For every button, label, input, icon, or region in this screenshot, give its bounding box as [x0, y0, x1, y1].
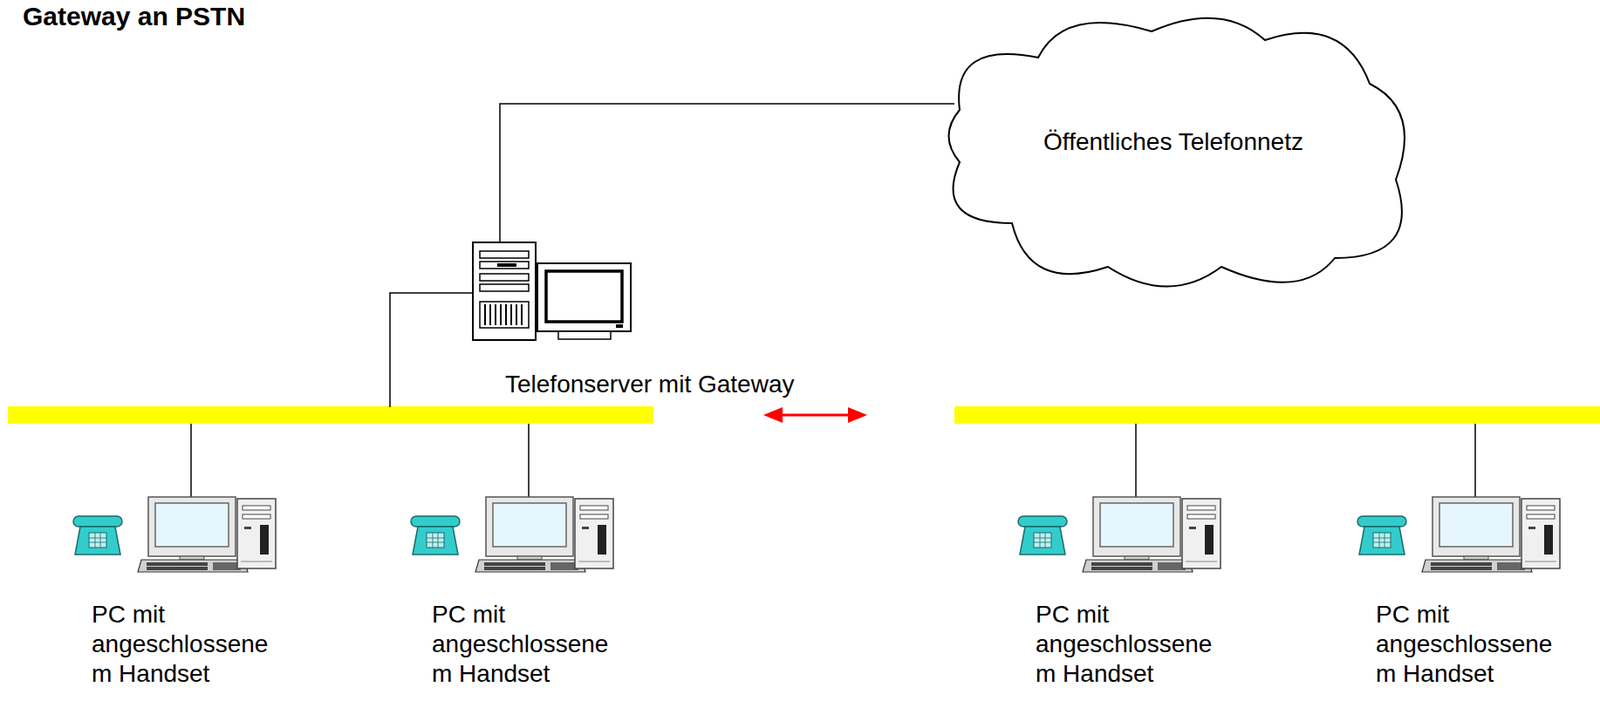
pc-node: PC mit angeschlossene m Handset — [73, 497, 292, 691]
pc-label: PC mit angeschlossene m Handset — [1035, 600, 1212, 690]
pc-label: PC mit angeschlossene m Handset — [431, 600, 609, 690]
pc-node: PC mit angeschlossene m Handset — [1018, 497, 1237, 691]
lan-wire — [190, 423, 192, 499]
cloud-label: Öffentliches Telefonnetz — [1043, 127, 1304, 158]
pc-icon — [73, 497, 276, 573]
phone-line — [499, 103, 955, 243]
network-cloud: Öffentliches Telefonnetz — [933, 5, 1414, 292]
pc-label: PC mit angeschlossene m Handset — [91, 600, 268, 690]
lan-wire — [1474, 423, 1477, 499]
lan-wire — [389, 293, 473, 408]
pc-icon — [1018, 497, 1221, 573]
pc-node: PC mit angeschlossene m Handset — [1357, 497, 1576, 691]
server-icon — [472, 242, 631, 341]
server-label: Telefonserver mit Gateway — [505, 369, 794, 400]
pc-label: PC mit angeschlossene m Handset — [1375, 600, 1553, 690]
diagram-title: Gateway an PSTN — [22, 1, 246, 32]
pc-node: PC mit angeschlossene m Handset — [410, 497, 630, 691]
lan-wire — [527, 423, 530, 499]
pc-icon — [1357, 497, 1560, 573]
lan-band — [7, 406, 654, 424]
server-node: Telefonserver mit Gateway — [472, 242, 840, 402]
lan-band — [954, 406, 1600, 424]
pc-icon — [410, 497, 614, 573]
link-arrow — [763, 407, 868, 424]
lan-wire — [1135, 423, 1137, 499]
